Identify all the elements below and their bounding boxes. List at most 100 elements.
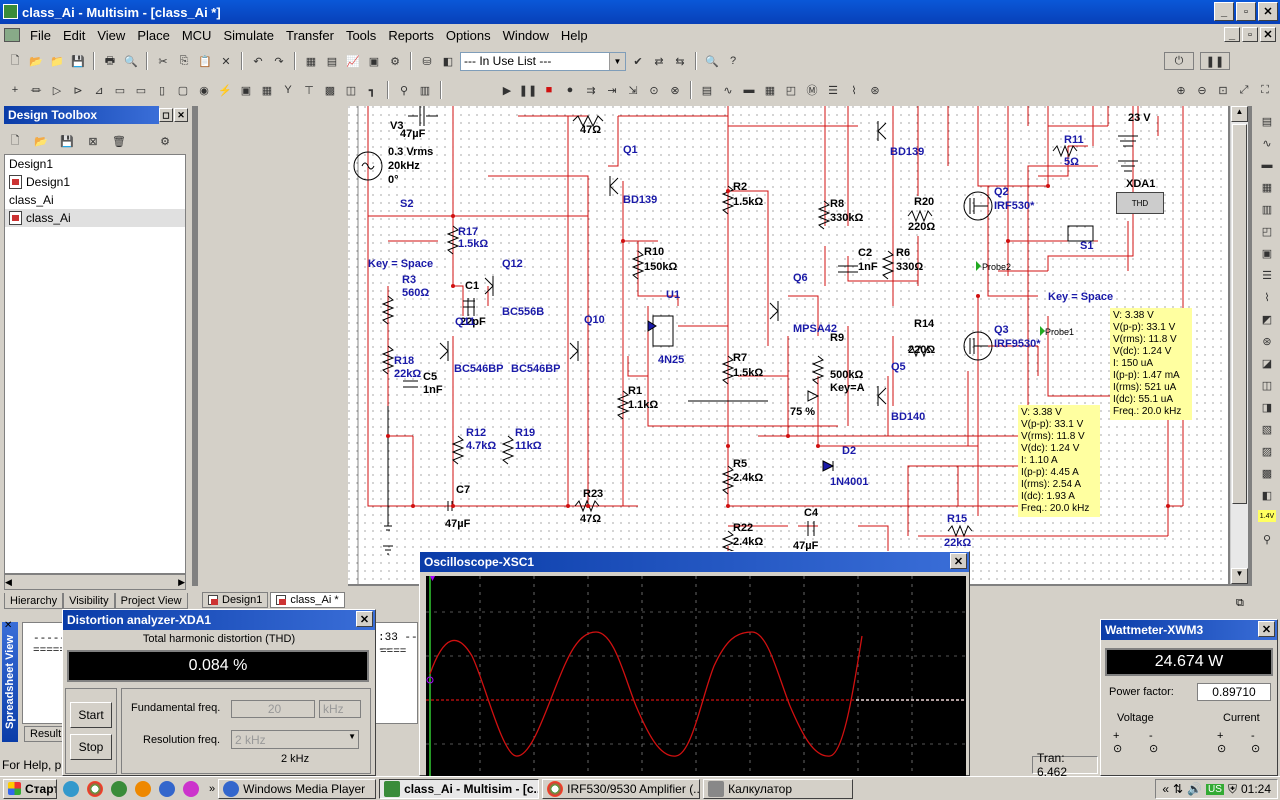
analog-component-icon[interactable]: ⊿ xyxy=(94,84,104,97)
scroll-thumb[interactable] xyxy=(1232,124,1247,504)
spectrum-analyzer-icon[interactable]: ◫ xyxy=(1261,379,1273,392)
minimize-button[interactable]: _ xyxy=(1214,2,1234,21)
instrument-iv-icon[interactable]: ⊛ xyxy=(870,84,880,97)
new-file-icon[interactable]: 🗋 xyxy=(10,54,20,67)
tab-visibility[interactable]: Visibility xyxy=(63,593,115,609)
toolbox-pin-button[interactable]: ◻ xyxy=(159,108,173,122)
tab-results[interactable]: Result xyxy=(24,726,68,742)
fundamental-input[interactable]: 20 xyxy=(231,700,315,718)
instrument-counter-icon[interactable]: Ⓜ xyxy=(806,85,818,97)
distortion-analyzer-icon[interactable]: ◪ xyxy=(1261,357,1273,370)
back-annotate-icon[interactable]: ⇆ xyxy=(675,55,685,68)
pinpoint-icon[interactable]: ● xyxy=(566,84,574,96)
source-component-icon[interactable]: + xyxy=(11,84,19,96)
menu-edit[interactable]: Edit xyxy=(62,27,86,43)
hierarchy-icon[interactable]: ⚙ xyxy=(160,135,170,148)
menu-tools[interactable]: Tools xyxy=(345,27,377,43)
misc-digital-icon[interactable]: ▯ xyxy=(158,84,166,97)
logic-converter-icon[interactable]: ◩ xyxy=(1261,313,1273,326)
xda1-instrument-icon[interactable]: THD xyxy=(1116,192,1164,214)
menu-mcu[interactable]: MCU xyxy=(181,27,212,43)
instrument-bode-icon[interactable]: ◰ xyxy=(785,84,797,97)
tree-item-design1-root[interactable]: Design1 xyxy=(9,157,54,171)
more-icon[interactable]: » xyxy=(209,782,216,795)
menu-view[interactable]: View xyxy=(97,27,126,43)
schematic-vscrollbar[interactable]: ▲ ▼ xyxy=(1230,106,1248,584)
instrument-word-icon[interactable]: ☰ xyxy=(828,84,838,97)
volume-icon[interactable]: 🔊 xyxy=(1187,782,1203,796)
tab-class-ai[interactable]: class_Ai * xyxy=(270,592,345,608)
stop-icon[interactable]: ■ xyxy=(545,84,553,96)
redo-icon[interactable]: ↷ xyxy=(274,55,284,68)
tektronix-scope-icon[interactable]: ◧ xyxy=(1261,489,1273,502)
multimeter-icon[interactable]: ▤ xyxy=(1261,115,1273,128)
start-button[interactable]: Старт xyxy=(3,778,57,799)
misc-component-icon[interactable]: ▣ xyxy=(240,84,252,97)
basic-component-icon[interactable]: ⏛ xyxy=(30,85,42,97)
menu-reports[interactable]: Reports xyxy=(388,27,434,43)
menu-help[interactable]: Help xyxy=(560,27,588,43)
mdi-close-button[interactable]: ✕ xyxy=(1260,27,1276,42)
instrument-wattmeter-icon[interactable]: ▬ xyxy=(743,84,755,96)
print-icon[interactable]: 🖶 xyxy=(104,54,116,67)
voltage-minus-terminal[interactable]: -⊙ xyxy=(1149,730,1159,755)
in-use-list-combo[interactable]: --- In Use List --- ▼ xyxy=(460,51,626,71)
open-folder-icon[interactable]: 📂 xyxy=(29,55,43,68)
rf-component-icon[interactable]: Y xyxy=(284,84,292,96)
resolution-select[interactable]: 2 kHz ▼ xyxy=(231,730,359,749)
stop-button[interactable]: Stop xyxy=(70,734,112,760)
task-chrome[interactable]: IRF530/9530 Amplifier (... xyxy=(542,778,701,799)
current-plus-terminal[interactable]: +⊙ xyxy=(1217,730,1227,755)
delete-icon[interactable]: ✕ xyxy=(221,55,231,68)
tab-project-view[interactable]: Project View xyxy=(114,593,188,609)
agilent-scope-icon[interactable]: ▩ xyxy=(1261,467,1273,480)
step-icon[interactable]: ⇉ xyxy=(586,84,596,97)
agilent-fgen-icon[interactable]: ▧ xyxy=(1261,423,1273,436)
ttl-component-icon[interactable]: ▭ xyxy=(114,84,126,97)
word-generator-icon[interactable]: ☰ xyxy=(1262,269,1272,282)
voltage-plus-terminal[interactable]: +⊙ xyxy=(1113,730,1123,755)
layout-icon[interactable]: ⧉ xyxy=(1236,597,1244,609)
mdi-restore-button[interactable]: ▫ xyxy=(1242,27,1258,42)
close-icon[interactable]: ✕ xyxy=(950,553,967,569)
menu-options[interactable]: Options xyxy=(445,27,491,43)
erc-icon[interactable]: ✔ xyxy=(633,55,643,68)
zoom-in-icon[interactable]: ⊕ xyxy=(1176,84,1186,97)
function-generator-icon[interactable]: ∿ xyxy=(1262,137,1272,150)
toolbox-close-button[interactable]: ✕ xyxy=(174,108,188,122)
simulate-switch-icon[interactable]: ⏻ xyxy=(1164,52,1194,70)
breakpoint-icon[interactable]: ⊙ xyxy=(649,84,659,97)
tab-design1[interactable]: Design1 xyxy=(202,592,269,608)
open-design-icon[interactable]: 📂 xyxy=(34,135,48,148)
close-icon[interactable]: ✕ xyxy=(356,611,373,627)
messenger-icon[interactable] xyxy=(183,780,199,797)
tree-item-class-ai-root[interactable]: class_Ai xyxy=(9,193,54,207)
close-icon[interactable]: ✕ xyxy=(1258,621,1275,637)
scroll-down-icon[interactable]: ▼ xyxy=(1231,568,1248,584)
security-icon[interactable]: ⛨ xyxy=(1227,781,1237,796)
bode-plotter-icon[interactable]: ◰ xyxy=(1261,225,1273,238)
spreadsheet-close-icon[interactable]: ✕ xyxy=(4,620,13,631)
wattmeter-icon[interactable]: ▬ xyxy=(1261,159,1273,171)
diode-component-icon[interactable]: ▷ xyxy=(52,84,62,97)
zoom-area-icon[interactable]: ⊡ xyxy=(1218,84,1228,97)
current-probe-icon[interactable]: ⚲ xyxy=(1262,533,1272,546)
language-indicator[interactable]: US xyxy=(1206,783,1224,795)
network-icon[interactable]: ⇅ xyxy=(1173,782,1184,796)
menu-simulate[interactable]: Simulate xyxy=(223,27,275,43)
copy-icon[interactable]: ⎘ xyxy=(179,54,189,67)
create-component-icon[interactable]: ◧ xyxy=(442,55,454,68)
task-windows-media-player[interactable]: Windows Media Player xyxy=(218,778,377,799)
fundamental-unit[interactable]: kHz xyxy=(319,700,361,718)
remove-breakpoints-icon[interactable]: ⊗ xyxy=(670,84,680,97)
tab-hierarchy[interactable]: Hierarchy xyxy=(4,593,64,609)
toolbox-hscrollbar[interactable]: ◀▶ xyxy=(4,574,186,590)
step-out-icon[interactable]: ⇥ xyxy=(607,84,617,97)
new-design-icon[interactable]: 🗋 xyxy=(10,134,20,147)
close-button[interactable]: ✕ xyxy=(1258,2,1278,21)
mixed-component-icon[interactable]: ▢ xyxy=(177,84,189,97)
transfer-ultiboard-icon[interactable]: ⇄ xyxy=(654,55,664,68)
open-sample-icon[interactable]: 📁 xyxy=(50,55,64,68)
zoom-out-icon[interactable]: ⊖ xyxy=(1197,84,1207,97)
scroll-right-icon[interactable]: ▶ xyxy=(178,576,185,587)
